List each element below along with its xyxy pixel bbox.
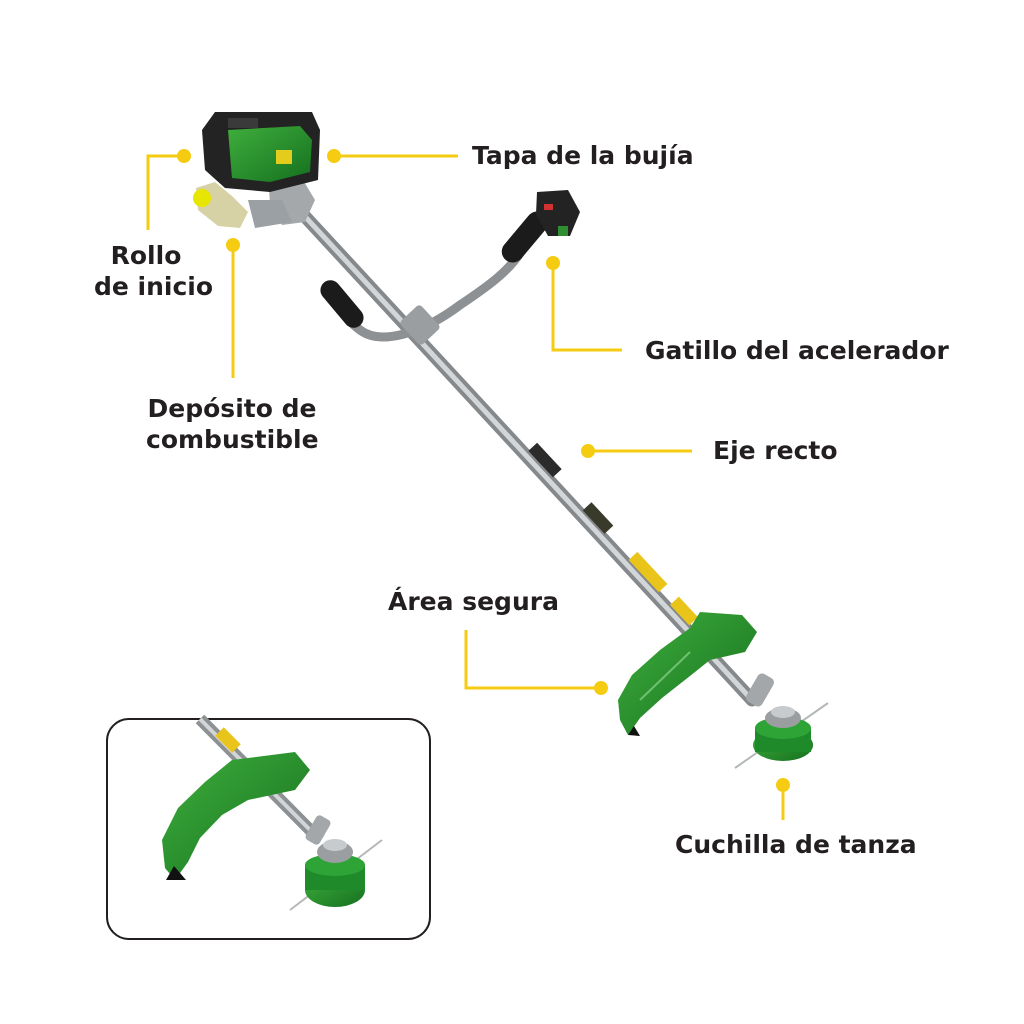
- label-fuel-tank-line1: Depósito de: [147, 394, 317, 423]
- label-line-blade: Cuchilla de tanza: [675, 830, 917, 859]
- callout-dot-area: [594, 681, 608, 695]
- callout-dots: [177, 149, 790, 792]
- trimmer-head: [734, 702, 829, 769]
- callout-dot-cuchilla: [776, 778, 790, 792]
- handlebar-clamp: [400, 305, 440, 345]
- callout-dot-rollo: [177, 149, 191, 163]
- label-fuel-tank-line2: combustible: [146, 425, 319, 454]
- throttle-grip: [501, 190, 580, 263]
- callout-dot-spark: [327, 149, 341, 163]
- label-starter-roll: Rollo de inicio: [94, 240, 214, 302]
- shaft-decals: [528, 442, 698, 626]
- left-grip: [320, 280, 364, 328]
- callout-line-gatillo: [551, 263, 622, 352]
- label-spark-plug-cover: Tapa de la bujía: [472, 141, 694, 170]
- handlebar: [355, 245, 527, 342]
- inset-cutter-head: [162, 714, 383, 911]
- label-safe-area: Área segura: [388, 587, 559, 616]
- callout-dot-deposit: [226, 238, 240, 252]
- callout-lines: [146, 154, 785, 820]
- label-straight-shaft: Eje recto: [713, 436, 838, 465]
- callout-dot-eje: [581, 444, 595, 458]
- inset-frame: [106, 718, 431, 940]
- detail-inset: [106, 714, 431, 940]
- label-starter-roll-line2: de inicio: [94, 272, 214, 301]
- brush-cutter: [193, 112, 829, 769]
- callout-line-rollo: [146, 154, 184, 230]
- label-throttle-trigger: Gatillo del acelerador: [645, 336, 949, 365]
- callout-line-area: [464, 630, 601, 690]
- gearbox: [746, 673, 774, 707]
- label-starter-roll-line1: Rollo: [110, 241, 182, 270]
- engine: [193, 112, 320, 228]
- callout-dot-gatillo: [546, 256, 560, 270]
- label-fuel-tank: Depósito de combustible: [146, 393, 319, 455]
- safety-guard: [618, 612, 757, 736]
